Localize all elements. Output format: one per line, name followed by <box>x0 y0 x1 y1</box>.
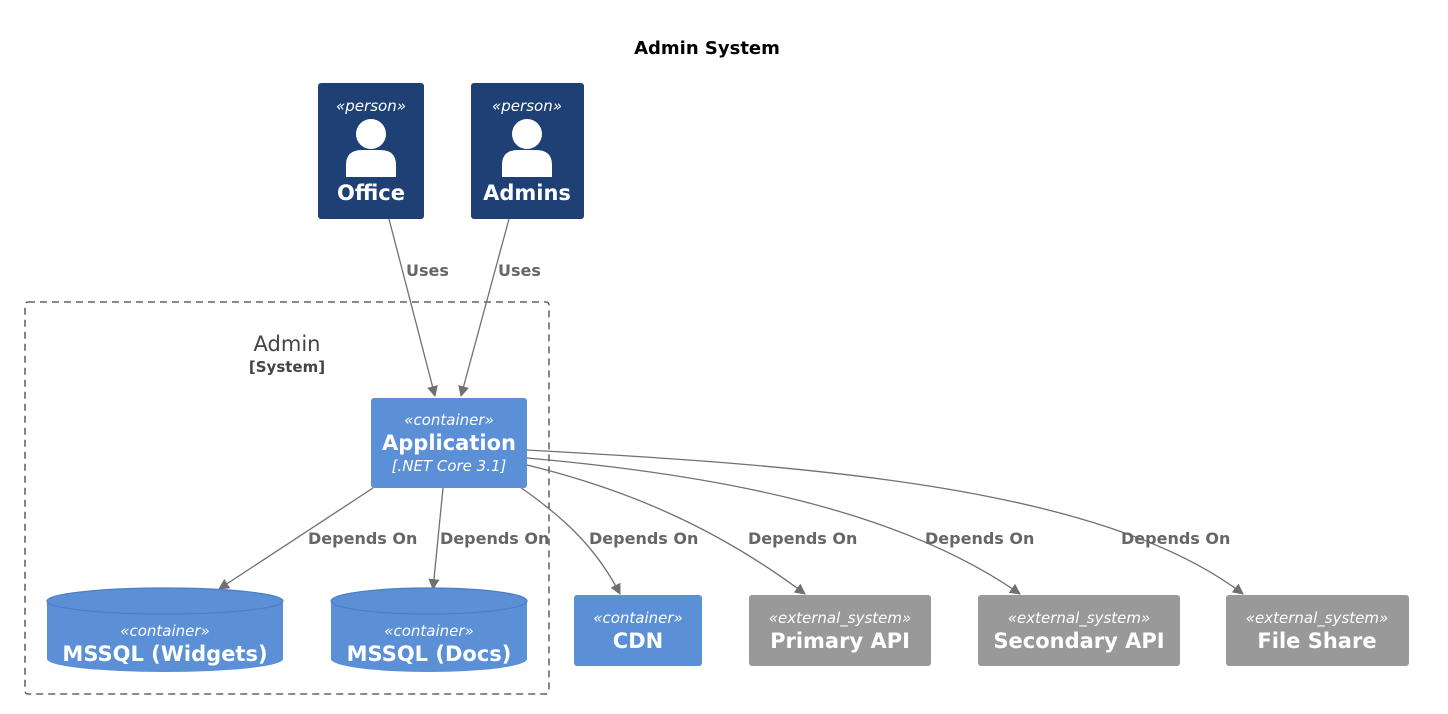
container-cdn[interactable]: «container» CDN <box>574 595 702 666</box>
container-application[interactable]: «container» Application [.NET Core 3.1] <box>371 398 527 488</box>
application-box <box>371 398 527 488</box>
edge-label-cdn-depends: Depends On <box>589 529 698 548</box>
edge-label-admins-uses: Uses <box>498 261 541 280</box>
db-docs-top <box>330 587 528 615</box>
admin-system-boundary: Admin [System] <box>24 301 550 695</box>
edge-label-primary-api-depends: Depends On <box>748 529 857 548</box>
secondary-api-label: Secondary API <box>993 629 1164 653</box>
person-admins[interactable]: «person» Admins <box>471 83 584 219</box>
edge-label-office-uses: Uses <box>406 261 449 280</box>
diagram-title: Admin System <box>634 38 780 59</box>
person-admins-stereotype: «person» <box>492 97 562 115</box>
application-label: Application <box>382 431 516 455</box>
secondary-api-stereotype: «external_system» <box>1008 609 1151 628</box>
edge-label-docs-depends: Depends On <box>440 529 549 548</box>
edge-office-application <box>388 218 438 398</box>
db-docs-stereotype: «container» <box>384 622 474 640</box>
cdn-box <box>574 595 702 666</box>
edge-admins-application <box>458 218 510 398</box>
secondary-api-box <box>978 595 1180 666</box>
cdn-label: CDN <box>613 629 663 653</box>
relation-labels: Uses Uses Depends On Depends On Depends … <box>308 261 1230 548</box>
db-docs-body <box>331 601 527 672</box>
application-technology: [.NET Core 3.1] <box>392 457 507 475</box>
person-icon <box>346 119 396 177</box>
database-mssql-widgets[interactable]: «container» MSSQL (Widgets) <box>46 587 284 672</box>
db-widgets-stereotype: «container» <box>120 622 210 640</box>
primary-api-box <box>749 595 931 666</box>
file-share-label: File Share <box>1257 629 1376 653</box>
application-stereotype: «container» <box>404 411 494 429</box>
edge-label-file-share-depends: Depends On <box>1121 529 1230 548</box>
boundary-frame <box>24 301 550 695</box>
edge-application-mssql-widgets <box>218 487 374 590</box>
file-share-stereotype: «external_system» <box>1246 609 1389 628</box>
person-office-label: Office <box>337 181 405 205</box>
edge-application-mssql-docs <box>428 487 444 591</box>
relations <box>218 218 1244 595</box>
cdn-stereotype: «container» <box>593 609 683 627</box>
edge-application-primary-api <box>526 464 806 595</box>
database-mssql-docs[interactable]: «container» MSSQL (Docs) <box>330 587 528 672</box>
edge-application-file-share <box>526 449 1244 595</box>
primary-api-stereotype: «external_system» <box>769 609 912 628</box>
external-file-share[interactable]: «external_system» File Share <box>1226 595 1409 666</box>
person-admins-label: Admins <box>483 181 571 205</box>
boundary-type: [System] <box>249 358 325 376</box>
external-primary-api[interactable]: «external_system» Primary API <box>749 595 931 666</box>
primary-api-label: Primary API <box>770 629 910 653</box>
boundary-label: Admin <box>254 332 321 356</box>
file-share-box <box>1226 595 1409 666</box>
external-secondary-api[interactable]: «external_system» Secondary API <box>978 595 1180 666</box>
edge-label-widgets-depends: Depends On <box>308 529 417 548</box>
db-widgets-body <box>47 601 283 672</box>
edge-application-cdn <box>519 486 621 595</box>
db-docs-label: MSSQL (Docs) <box>347 642 512 666</box>
edge-application-secondary-api <box>526 457 1021 595</box>
edge-label-secondary-api-depends: Depends On <box>925 529 1034 548</box>
db-widgets-label: MSSQL (Widgets) <box>62 642 267 666</box>
person-icon <box>502 119 552 177</box>
person-office[interactable]: «person» Office <box>318 83 424 219</box>
db-widgets-top <box>46 587 284 615</box>
person-office-stereotype: «person» <box>336 97 406 115</box>
